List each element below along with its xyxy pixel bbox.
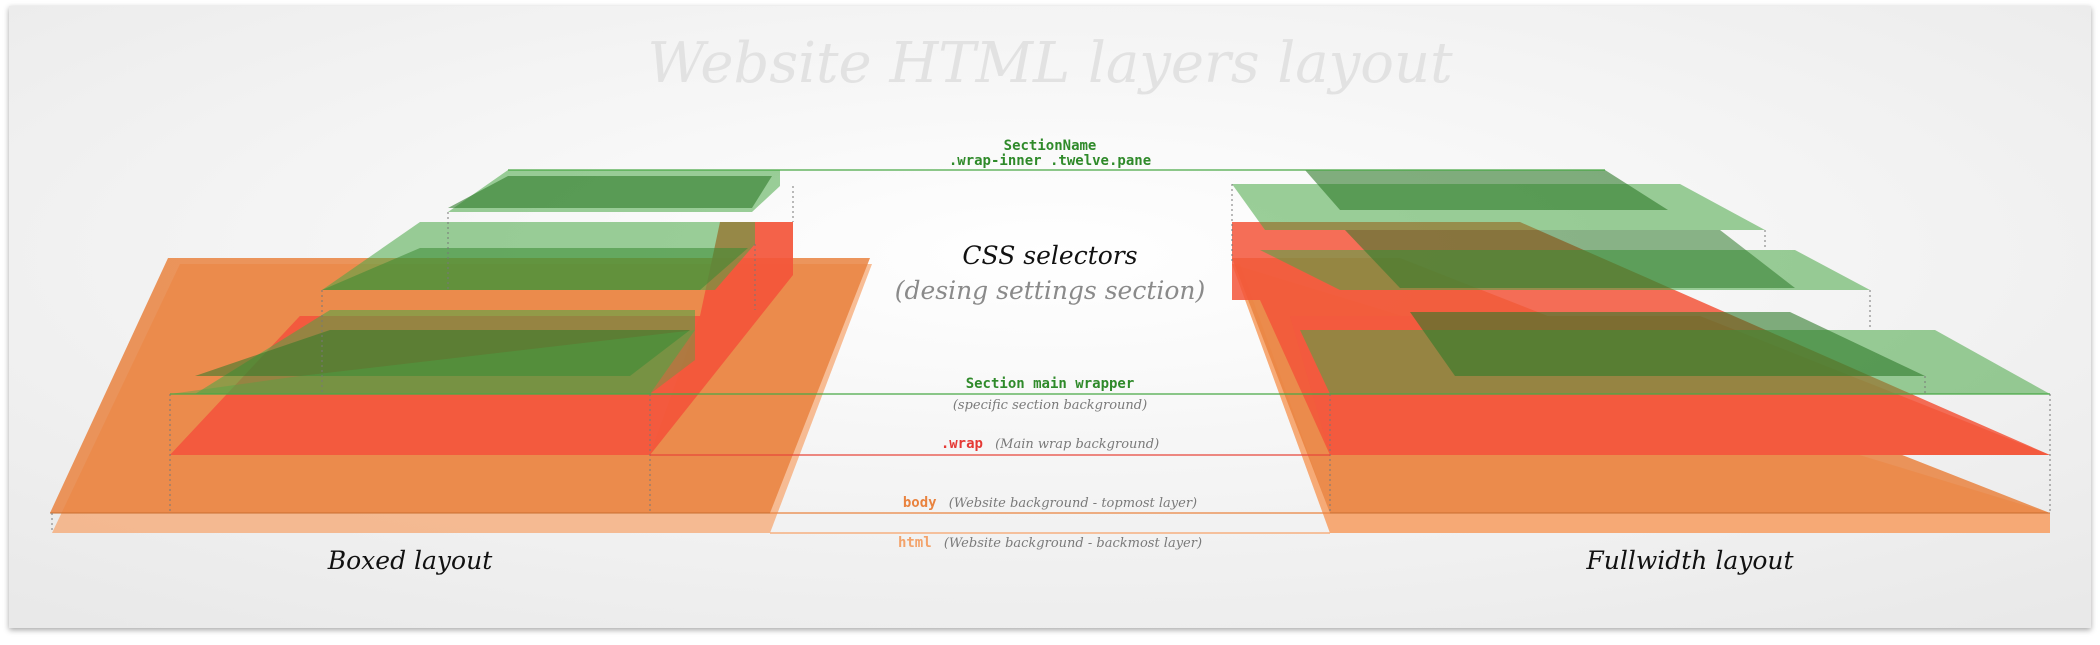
label-section-name: SectionName xyxy=(1004,138,1097,154)
fullwidth-layout-stack xyxy=(1231,170,2051,533)
label-wrap-note: (Main wrap background) xyxy=(995,437,1159,452)
label-section-wrapper: Section main wrapper xyxy=(966,376,1135,392)
label-section-inner: .wrap-inner .twelve.pane xyxy=(949,153,1151,169)
boxed-section-inner-1 xyxy=(448,176,772,208)
label-wrap-line: .wrap (Main wrap background) xyxy=(941,436,1159,452)
boxed-section-inner-2 xyxy=(322,248,748,290)
label-html-note: (Website background - backmost layer) xyxy=(944,536,1202,551)
label-section-wrapper-note: (specific section background) xyxy=(953,398,1147,413)
connector-lines xyxy=(170,169,2050,534)
label-html-line: html (Website background - backmost laye… xyxy=(898,535,1202,551)
label-body-note: (Website background - topmost layer) xyxy=(949,496,1197,511)
caption-fullwidth-layout: Fullwidth layout xyxy=(1585,546,1794,575)
boxed-layout-stack xyxy=(50,170,872,533)
label-html: html xyxy=(898,535,932,551)
fullwidth-section-inner-1 xyxy=(1305,170,1668,210)
fullwidth-section-inner-2 xyxy=(1345,230,1795,288)
boxed-section-base xyxy=(170,330,695,394)
caption-boxed-layout: Boxed layout xyxy=(327,546,493,575)
center-subheading: (desing settings section) xyxy=(895,276,1206,305)
diagram-title: Website HTML layers layout xyxy=(647,31,1453,96)
boxed-section-inner-3 xyxy=(195,330,690,376)
label-wrap: .wrap xyxy=(941,436,983,452)
label-body: body xyxy=(903,495,937,511)
label-body-line: body (Website background - topmost layer… xyxy=(903,495,1197,511)
center-heading: CSS selectors xyxy=(962,241,1137,270)
fullwidth-section-inner-3 xyxy=(1410,312,1925,376)
